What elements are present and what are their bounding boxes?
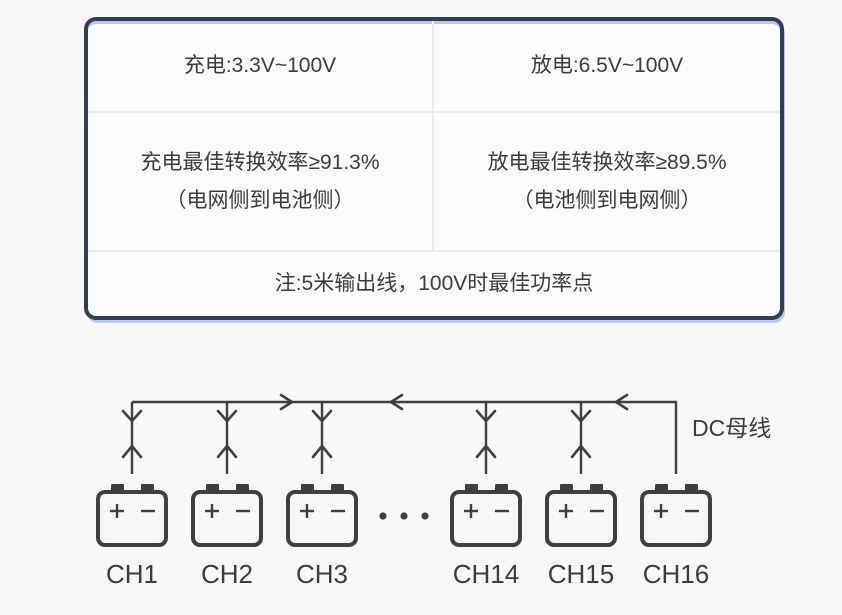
- up-arrow-icon: [216, 444, 238, 459]
- discharge-voltage-cell: 放电:6.5V~100V: [434, 21, 780, 113]
- channel-drop-lines: [130, 402, 583, 474]
- charge-voltage-cell: 充电:3.3V~100V: [88, 21, 434, 113]
- up-arrow-icon: [475, 444, 497, 459]
- battery-icon: [545, 484, 617, 547]
- bus-arrow-left2-icon: [614, 393, 629, 411]
- channel-label: CH15: [548, 559, 614, 589]
- table-footnote-text: 注:5米输出线，100V时最佳功率点: [274, 272, 594, 295]
- charge-voltage-text: 充电:3.3V~100V: [183, 54, 337, 77]
- channel-label: CH2: [201, 559, 253, 589]
- dc-bus-label: DC母线: [692, 415, 771, 441]
- charge-efficiency-text: 充电最佳转换效率≥91.3%: [140, 150, 380, 174]
- discharge-voltage-text: 放电:6.5V~100V: [530, 54, 684, 77]
- channel-label: CH16: [643, 559, 709, 589]
- dc-bus-diagram: CH1 CH2 CH3 CH14 CH15 CH16 DC母线: [96, 393, 771, 589]
- battery-icon: [96, 484, 168, 547]
- down-arrow-icon: [216, 409, 238, 423]
- battery-icon: [640, 484, 712, 547]
- down-arrow-icon: [475, 409, 497, 423]
- table-footnote-cell: 注:5米输出线，100V时最佳功率点: [88, 252, 780, 316]
- battery-icons: [96, 484, 712, 547]
- ellipsis-dots: [379, 512, 429, 520]
- battery-icon: [450, 484, 522, 547]
- charge-efficiency-cell: 充电最佳转换效率≥91.3% （电网侧到电池侧）: [88, 113, 434, 252]
- channel-label: CH14: [453, 559, 519, 589]
- channel-label: CH1: [106, 559, 158, 589]
- discharge-efficiency-text: 放电最佳转换效率≥89.5%: [487, 150, 727, 174]
- down-arrow-icon: [121, 409, 143, 423]
- spec-table: 充电:3.3V~100V 放电:6.5V~100V 充电最佳转换效率≥91.3%…: [84, 17, 784, 320]
- up-arrow-icon: [121, 444, 143, 459]
- bus-arrow-right-icon: [279, 393, 294, 411]
- up-arrow-icon: [311, 444, 333, 459]
- dc-bus-line: [132, 400, 678, 474]
- down-arrow-icon: [311, 409, 333, 423]
- up-arrow-icon: [570, 444, 592, 459]
- bus-arrow-left-icon: [389, 393, 404, 411]
- discharge-efficiency-side-text: （电池侧到电网侧）: [512, 188, 702, 212]
- battery-icon: [191, 484, 263, 547]
- channel-label: CH3: [296, 559, 348, 589]
- battery-icon: [286, 484, 358, 547]
- discharge-efficiency-cell: 放电最佳转换效率≥89.5% （电池侧到电网侧）: [434, 113, 780, 252]
- channel-flow-arrows: [121, 409, 592, 459]
- down-arrow-icon: [570, 409, 592, 423]
- charge-efficiency-side-text: （电网侧到电池侧）: [165, 188, 355, 212]
